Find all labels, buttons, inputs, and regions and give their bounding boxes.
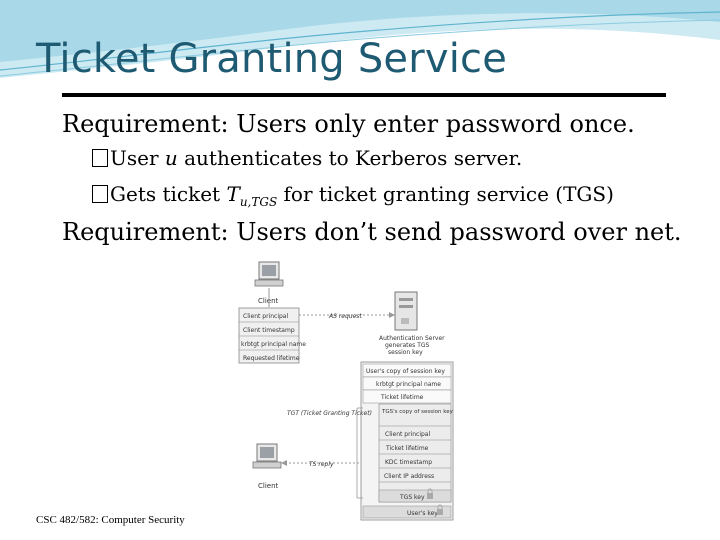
client-computer-icon <box>252 443 282 469</box>
sub-bullet-user-authenticates: User u authenticates to Kerberos server. <box>92 146 522 170</box>
client-bottom-label: Client <box>258 482 279 490</box>
client-top-label: Client <box>258 297 279 305</box>
title-underline <box>62 93 666 97</box>
request-field: krbtgt principal name <box>241 341 306 348</box>
auth-server-label: session key <box>388 349 423 356</box>
request-field: Requested lifetime <box>243 355 300 362</box>
tgs-key-label: TGS key <box>399 494 425 501</box>
tgt-field: TGS's copy of session key <box>381 409 454 415</box>
authentication-server-icon <box>394 291 418 331</box>
bullet-requirement-no-password-net: Requirement: Users don’t send password o… <box>62 218 682 246</box>
users-key-row <box>362 505 452 519</box>
tgt-box <box>378 403 452 503</box>
missing-glyph-box <box>92 185 108 203</box>
auth-server-label: Authentication Server <box>379 335 445 342</box>
bullet-text: Requirement: Users don’t send password o… <box>62 218 682 246</box>
reply-field: krbtgt principal name <box>376 381 441 388</box>
reply-field: Ticket lifetime <box>380 394 424 401</box>
tgt-field: Client IP address <box>384 473 434 480</box>
sub-bullet-gets-ticket: Gets ticket Tu,TGS for ticket granting s… <box>92 182 614 209</box>
users-key-label: User's key <box>407 510 438 517</box>
missing-glyph-box <box>92 149 108 167</box>
tgt-field: Client principal <box>385 431 430 438</box>
as-request-label: AS request <box>328 313 362 320</box>
ts-reply-label: TS reply <box>309 461 334 468</box>
auth-server-label: generates TGS <box>385 342 430 349</box>
request-field: Client principal <box>243 313 288 320</box>
kerberos-tgs-diagram: Client Client principal Client timestamp… <box>229 258 459 526</box>
client-computer-icon <box>254 261 284 287</box>
slide-title: Ticket Granting Service <box>36 36 508 82</box>
reply-fields: User's copy of session key krbtgt princi… <box>362 363 452 404</box>
header-swoosh-decoration <box>0 0 720 78</box>
lock-icon <box>427 488 433 499</box>
tgt-label: TGT (Ticket Granting Ticket) <box>287 410 372 417</box>
reply-field: User's copy of session key <box>366 368 445 375</box>
bullet-text: Requirement: Users only enter password o… <box>62 110 635 138</box>
request-field: Client timestamp <box>243 327 295 334</box>
bullet-requirement-password-once: Requirement: Users only enter password o… <box>62 110 635 138</box>
request-fields: Client principal Client timestamp krbtgt… <box>238 307 306 364</box>
tgt-field: KDC timestamp <box>385 459 432 466</box>
diagram-canvas: Client Client principal Client timestamp… <box>238 261 454 521</box>
lock-icon <box>437 504 443 515</box>
slide-footer: CSC 482/582: Computer Security <box>36 514 185 526</box>
tgt-field: Ticket lifetime <box>385 445 429 452</box>
tgt-fields: TGS's copy of session key Client princip… <box>379 409 454 483</box>
